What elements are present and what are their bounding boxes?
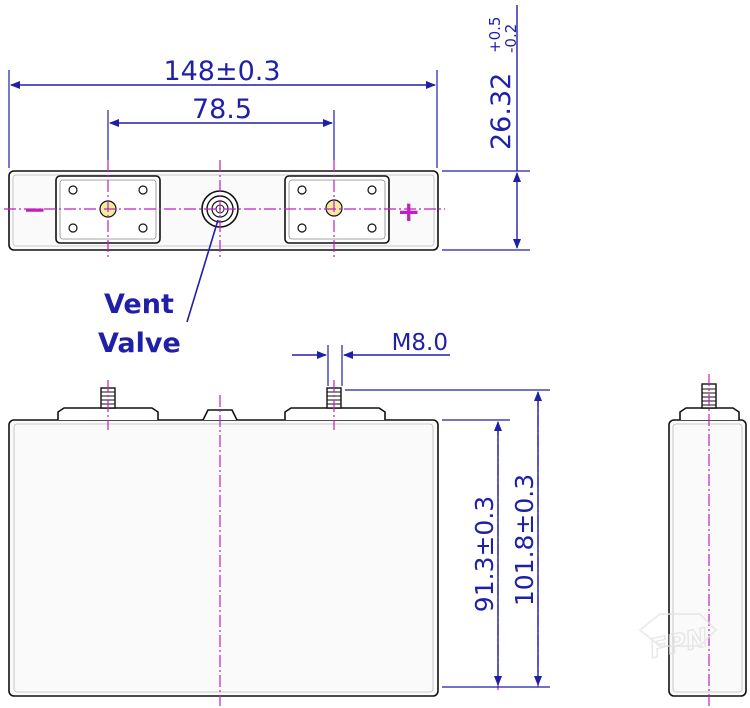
positive-polarity-symbol: + [397,195,420,228]
dimension-length-text: 148±0.3 [163,56,280,87]
dimension-total-height-text: 101.8±0.3 [510,474,539,606]
dimension-total-height: 101.8±0.3 [510,391,542,686]
dimension-case-height: 91.3±0.3 [470,421,502,686]
vent-valve-label-line1: Vent [104,289,174,320]
dimension-thickness-text: 26.32 [486,73,517,150]
dimension-terminal-spacing-text: 78.5 [192,94,252,125]
side-view [668,374,747,706]
front-view [8,380,539,706]
dimension-thread: M8.0 [292,330,450,359]
dimension-thickness-tol-upper: +0.5 [486,17,504,53]
top-view-centerlines [4,160,445,258]
vent-valve-callout: Vent Valve [98,219,219,359]
dimension-terminal-spacing: 78.5 [109,94,333,127]
dimension-thread-text: M8.0 [392,330,448,356]
front-view-case-outline [8,419,439,697]
dimension-length: 148±0.3 [10,56,436,89]
vent-valve-label-line2: Valve [98,328,181,359]
dimension-thickness-tol-lower: -0.2 [502,24,520,53]
dimension-case-height-text: 91.3±0.3 [470,496,499,612]
dimension-thickness: 26.32 +0.5 -0.2 [486,5,521,249]
top-view: − + [4,160,445,258]
